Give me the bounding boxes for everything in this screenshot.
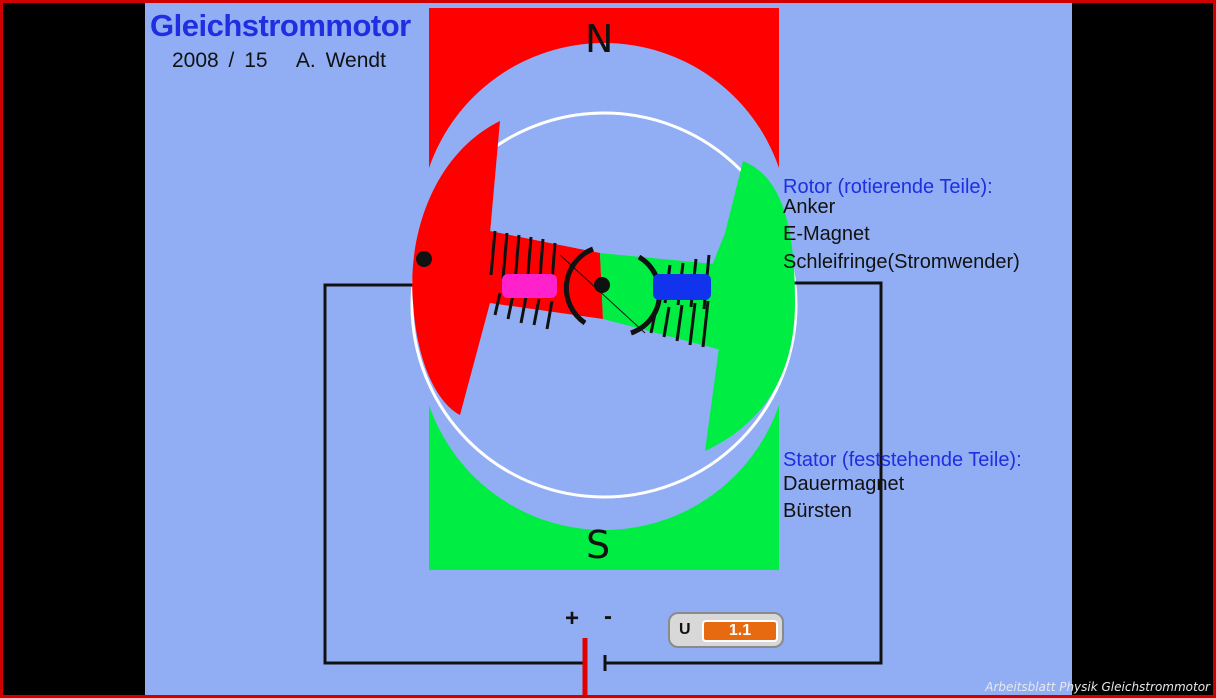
rotor-marker-dot	[416, 251, 432, 267]
motor-diagram	[323, 8, 883, 695]
rotor-item-emagnet: E-Magnet	[783, 223, 870, 245]
north-pole-label: N	[585, 17, 614, 61]
voltage-value-field[interactable]: 1.1	[702, 620, 778, 642]
motor-diagram-stage: Gleichstrommotor 2008 / 15 A. Wendt N S …	[145, 3, 1072, 695]
commutator-left	[563, 246, 594, 326]
brush-right	[653, 274, 711, 300]
rotor-item-anker: Anker	[783, 196, 836, 218]
rotor-item-schleifringe: Schleifringe(Stromwender)	[783, 251, 1020, 273]
stator-item-dauermagnet: Dauermagnet	[783, 473, 905, 495]
rotor-shaft	[594, 277, 610, 293]
rotor-pole-green	[705, 161, 795, 451]
voltage-slider-control[interactable]: U 1.1	[668, 612, 784, 648]
voltage-label: U	[679, 621, 691, 638]
battery-plus-label: +	[565, 605, 580, 632]
battery-minus-label: -	[604, 603, 612, 630]
credit-line: 2008 / 15 A. Wendt	[172, 49, 386, 72]
rotor-heading: Rotor (rotierende Teile):	[783, 176, 993, 198]
page-title: Gleichstrommotor	[150, 8, 411, 43]
north-pole-magnet	[429, 8, 779, 168]
caption-text: Arbeitsblatt Physik Gleichstrommotor	[985, 680, 1210, 694]
south-pole-label: S	[586, 523, 611, 567]
rotor-axis	[559, 254, 646, 334]
stator-heading: Stator (feststehende Teile):	[783, 449, 1022, 471]
stator-item-buersten: Bürsten	[783, 500, 852, 522]
rotor-pole-red	[412, 121, 505, 415]
south-pole-magnet	[429, 405, 779, 570]
brush-left	[502, 274, 557, 298]
